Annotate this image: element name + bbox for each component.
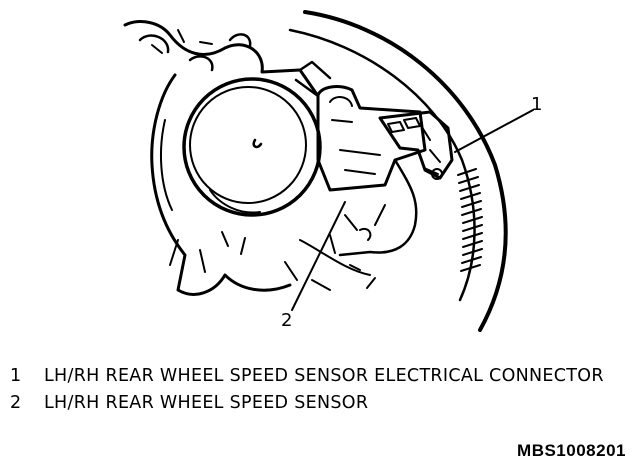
legend: 1 LH/RH REAR WHEEL SPEED SENSOR ELECTRIC… [10,363,610,417]
callout-1: 1 [531,94,543,115]
leader-line-2 [291,201,346,311]
knuckle-left [150,73,292,296]
wheel-speed-sensor-illustration [123,10,534,332]
knuckle-upper [123,20,320,98]
hub-center [252,138,263,149]
backing-plate-inner-arc [288,28,476,302]
hub-flange-outer [182,77,322,217]
legend-text: LH/RH REAR WHEEL SPEED SENSOR ELECTRICAL… [44,366,604,386]
figure-code: MBS1008201 [517,441,626,460]
leader-line-1 [454,109,534,153]
legend-text: LH/RH REAR WHEEL SPEED SENSOR [44,393,369,413]
legend-item-2: 2 LH/RH REAR WHEEL SPEED SENSOR [10,390,610,417]
backing-plate-outer-arc [303,10,508,332]
legend-number: 1 [10,366,22,386]
callout-2: 2 [281,310,293,331]
legend-item-1: 1 LH/RH REAR WHEEL SPEED SENSOR ELECTRIC… [10,363,610,390]
sensor-body [316,85,427,192]
hub-flange-inner [189,86,307,204]
tone-ring-teeth [457,168,483,272]
legend-number: 2 [10,393,22,413]
